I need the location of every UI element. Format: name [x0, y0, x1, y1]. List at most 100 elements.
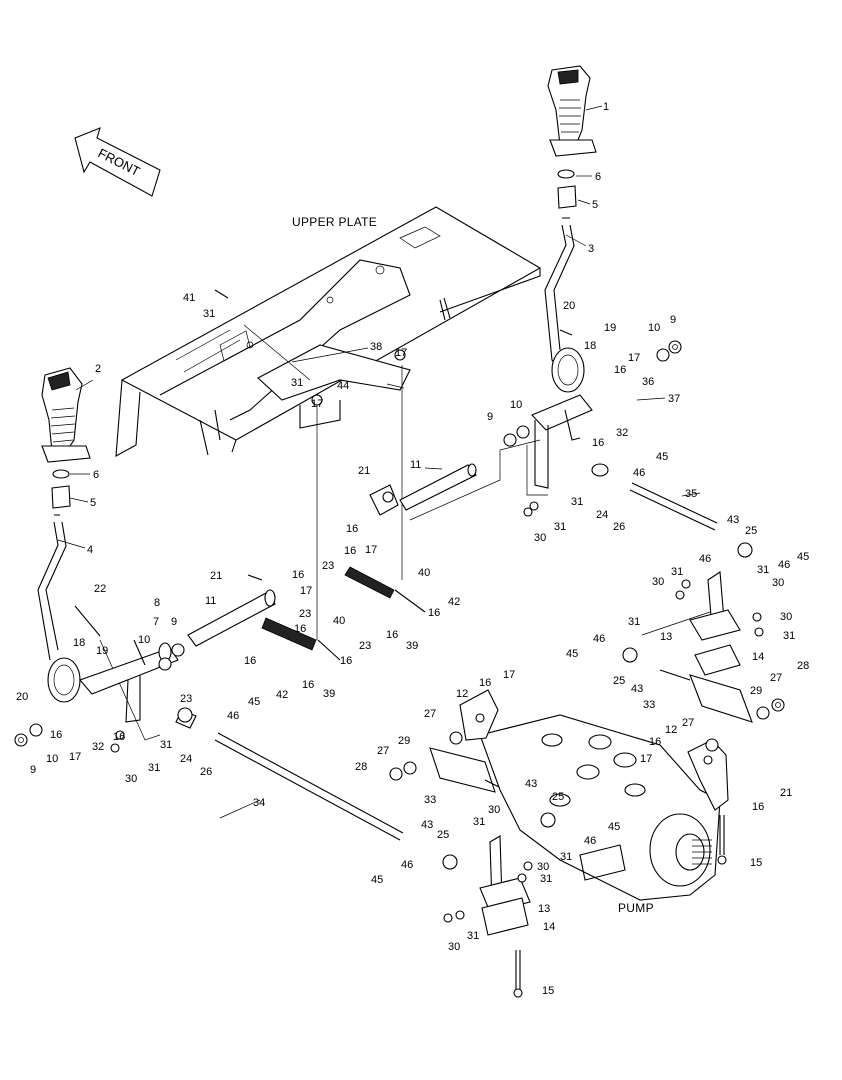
callout-30: 30: [537, 861, 549, 873]
upper-plate: UPPER PLATE: [115, 206, 542, 457]
callout-39: 39: [406, 640, 418, 652]
shaft-11-lower: [187, 589, 276, 647]
callout-19: 19: [604, 322, 616, 334]
callout-41: 41: [183, 292, 195, 304]
callout-16: 16: [50, 729, 62, 741]
callout-45: 45: [248, 696, 260, 708]
callout-labels: 1 2 3 4 5 5 6 6 7 8 9 9 9 9 10 10 10 10 …: [16, 101, 809, 997]
callout-16: 16: [428, 607, 440, 619]
spring-upper: [344, 566, 426, 613]
callout-46: 46: [593, 633, 605, 645]
callout-3: 3: [588, 243, 594, 255]
callout-30: 30: [534, 532, 546, 544]
callout-7: 7: [153, 616, 159, 628]
callout-44: 44: [337, 380, 349, 392]
callout-25: 25: [437, 829, 449, 841]
callout-12: 12: [456, 688, 468, 700]
callout-24: 24: [180, 753, 192, 765]
callout-31: 31: [540, 873, 552, 885]
callout-46: 46: [401, 859, 413, 871]
callout-15: 15: [542, 985, 554, 997]
callout-10: 10: [648, 322, 660, 334]
rod-35: [591, 463, 718, 531]
callout-38: 38: [370, 341, 382, 353]
callout-30: 30: [488, 804, 500, 816]
right-lever-assembly: [544, 65, 597, 393]
callout-5: 5: [90, 497, 96, 509]
callout-25: 25: [745, 525, 757, 537]
callout-31: 31: [554, 521, 566, 533]
callout-17: 17: [640, 753, 652, 765]
callout-16: 16: [386, 629, 398, 641]
callout-26: 26: [613, 521, 625, 533]
plate-12-left: [459, 689, 499, 741]
callout-27: 27: [682, 717, 694, 729]
callout-16: 16: [292, 569, 304, 581]
callout-29: 29: [750, 685, 762, 697]
callout-16: 16: [340, 655, 352, 667]
callout-22: 22: [94, 583, 106, 595]
callout-26: 26: [200, 766, 212, 778]
callout-30: 30: [652, 576, 664, 588]
callout-21: 21: [780, 787, 792, 799]
callout-33: 33: [643, 699, 655, 711]
callout-9: 9: [30, 764, 36, 776]
callout-16: 16: [592, 437, 604, 449]
shaft-11-upper: [399, 463, 477, 511]
callout-20: 20: [563, 300, 575, 312]
callout-43: 43: [421, 819, 433, 831]
callout-16: 16: [302, 679, 314, 691]
callout-18: 18: [73, 637, 85, 649]
left-lever-assembly: [37, 367, 91, 703]
callout-1: 1: [603, 101, 609, 113]
callout-10: 10: [138, 634, 150, 646]
callout-20: 20: [16, 691, 28, 703]
callout-31: 31: [757, 564, 769, 576]
bracket-upper-small: [369, 484, 399, 516]
callout-6: 6: [93, 469, 99, 481]
callout-45: 45: [371, 874, 383, 886]
callout-45: 45: [566, 648, 578, 660]
callout-9: 9: [487, 411, 493, 423]
callout-16: 16: [344, 545, 356, 557]
callout-27: 27: [770, 672, 782, 684]
callout-31: 31: [628, 616, 640, 628]
callout-32: 32: [616, 427, 628, 439]
callout-31: 31: [203, 308, 215, 320]
callout-17: 17: [300, 585, 312, 597]
callout-45: 45: [608, 821, 620, 833]
mount-block-right: [689, 571, 741, 676]
callout-9: 9: [171, 616, 177, 628]
callout-17: 17: [628, 352, 640, 364]
bracket-lower-left: [79, 642, 179, 723]
callout-40: 40: [333, 615, 345, 627]
callout-16: 16: [294, 623, 306, 635]
callout-8: 8: [154, 597, 160, 609]
callout-10: 10: [510, 399, 522, 411]
callout-16: 16: [244, 655, 256, 667]
callout-31: 31: [473, 816, 485, 828]
bracket-38: [257, 344, 411, 429]
callout-35: 35: [685, 488, 697, 500]
callout-11: 11: [410, 459, 421, 471]
callout-24: 24: [596, 509, 608, 521]
callout-14: 14: [543, 921, 555, 933]
callout-30: 30: [125, 773, 137, 785]
callout-32: 32: [92, 741, 104, 753]
pump-caption: PUMP: [618, 901, 654, 915]
callout-46: 46: [699, 553, 711, 565]
callout-31: 31: [571, 496, 583, 508]
callout-16: 16: [614, 364, 626, 376]
guide-lines: [99, 324, 711, 741]
callout-17: 17: [395, 347, 407, 359]
callout-17: 17: [503, 669, 515, 681]
callout-31: 31: [467, 930, 479, 942]
front-arrow: FRONT: [74, 127, 161, 197]
callout-31: 31: [560, 851, 572, 863]
callout-30: 30: [448, 941, 460, 953]
callout-23: 23: [180, 693, 192, 705]
callout-15: 15: [750, 857, 762, 869]
callout-10: 10: [46, 753, 58, 765]
mount-block-lower: [479, 835, 531, 998]
